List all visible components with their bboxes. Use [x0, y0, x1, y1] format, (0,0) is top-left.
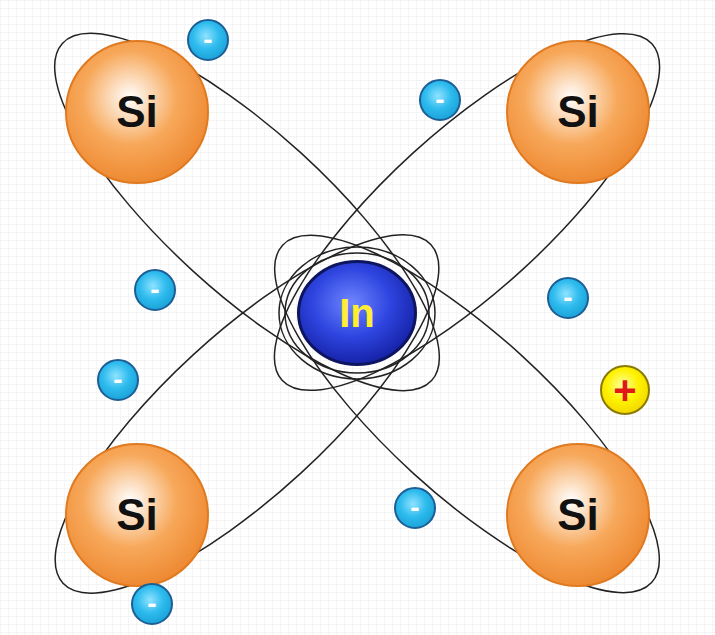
- inner-orbit: [279, 247, 435, 379]
- silicon-atom-outline: [507, 41, 649, 183]
- atom-symbol: Si: [116, 493, 158, 537]
- electron-outline: [395, 488, 435, 528]
- silicon-atom-outline: [66, 41, 208, 183]
- electron-outline: [98, 360, 138, 400]
- atom-symbol: In: [339, 293, 375, 333]
- indium-atom: In: [297, 260, 417, 366]
- silicon-atom-outline: [507, 444, 649, 586]
- charge-sign: -: [203, 26, 212, 54]
- electron: -: [131, 583, 173, 625]
- electron: -: [547, 277, 589, 319]
- silicon-atom: Si: [65, 40, 209, 184]
- electron-outline: [548, 278, 588, 318]
- electron: -: [419, 79, 461, 121]
- charge-sign: -: [150, 276, 159, 304]
- electron-outline: [135, 270, 175, 310]
- orbit-ellipse: [8, 0, 485, 440]
- atom-symbol: Si: [557, 90, 599, 134]
- silicon-atom: Si: [65, 443, 209, 587]
- electron: -: [134, 269, 176, 311]
- indium-atom-outline: [299, 262, 416, 365]
- inner-orbit: [285, 253, 429, 373]
- electron: -: [187, 19, 229, 61]
- charge-sign: +: [613, 370, 636, 410]
- silicon-atom-outline: [66, 444, 208, 586]
- electron: -: [394, 487, 436, 529]
- silicon-atom: Si: [506, 40, 650, 184]
- silicon-atom: Si: [506, 443, 650, 587]
- charge-sign: -: [147, 590, 156, 618]
- atom-symbol: Si: [116, 90, 158, 134]
- atom-symbol: Si: [557, 493, 599, 537]
- hole-outline: [601, 366, 649, 414]
- charge-sign: -: [113, 366, 122, 394]
- orbit-ellipse: [228, 186, 705, 635]
- electron-outline: [132, 584, 172, 624]
- hole: +: [600, 365, 650, 415]
- electron: -: [97, 359, 139, 401]
- electron-outline: [188, 20, 228, 60]
- electron-outline: [420, 80, 460, 120]
- charge-sign: -: [435, 86, 444, 114]
- charge-sign: -: [563, 284, 572, 312]
- orbit-ellipse: [228, 0, 705, 439]
- charge-sign: -: [410, 494, 419, 522]
- orbit-ellipse: [9, 186, 485, 635]
